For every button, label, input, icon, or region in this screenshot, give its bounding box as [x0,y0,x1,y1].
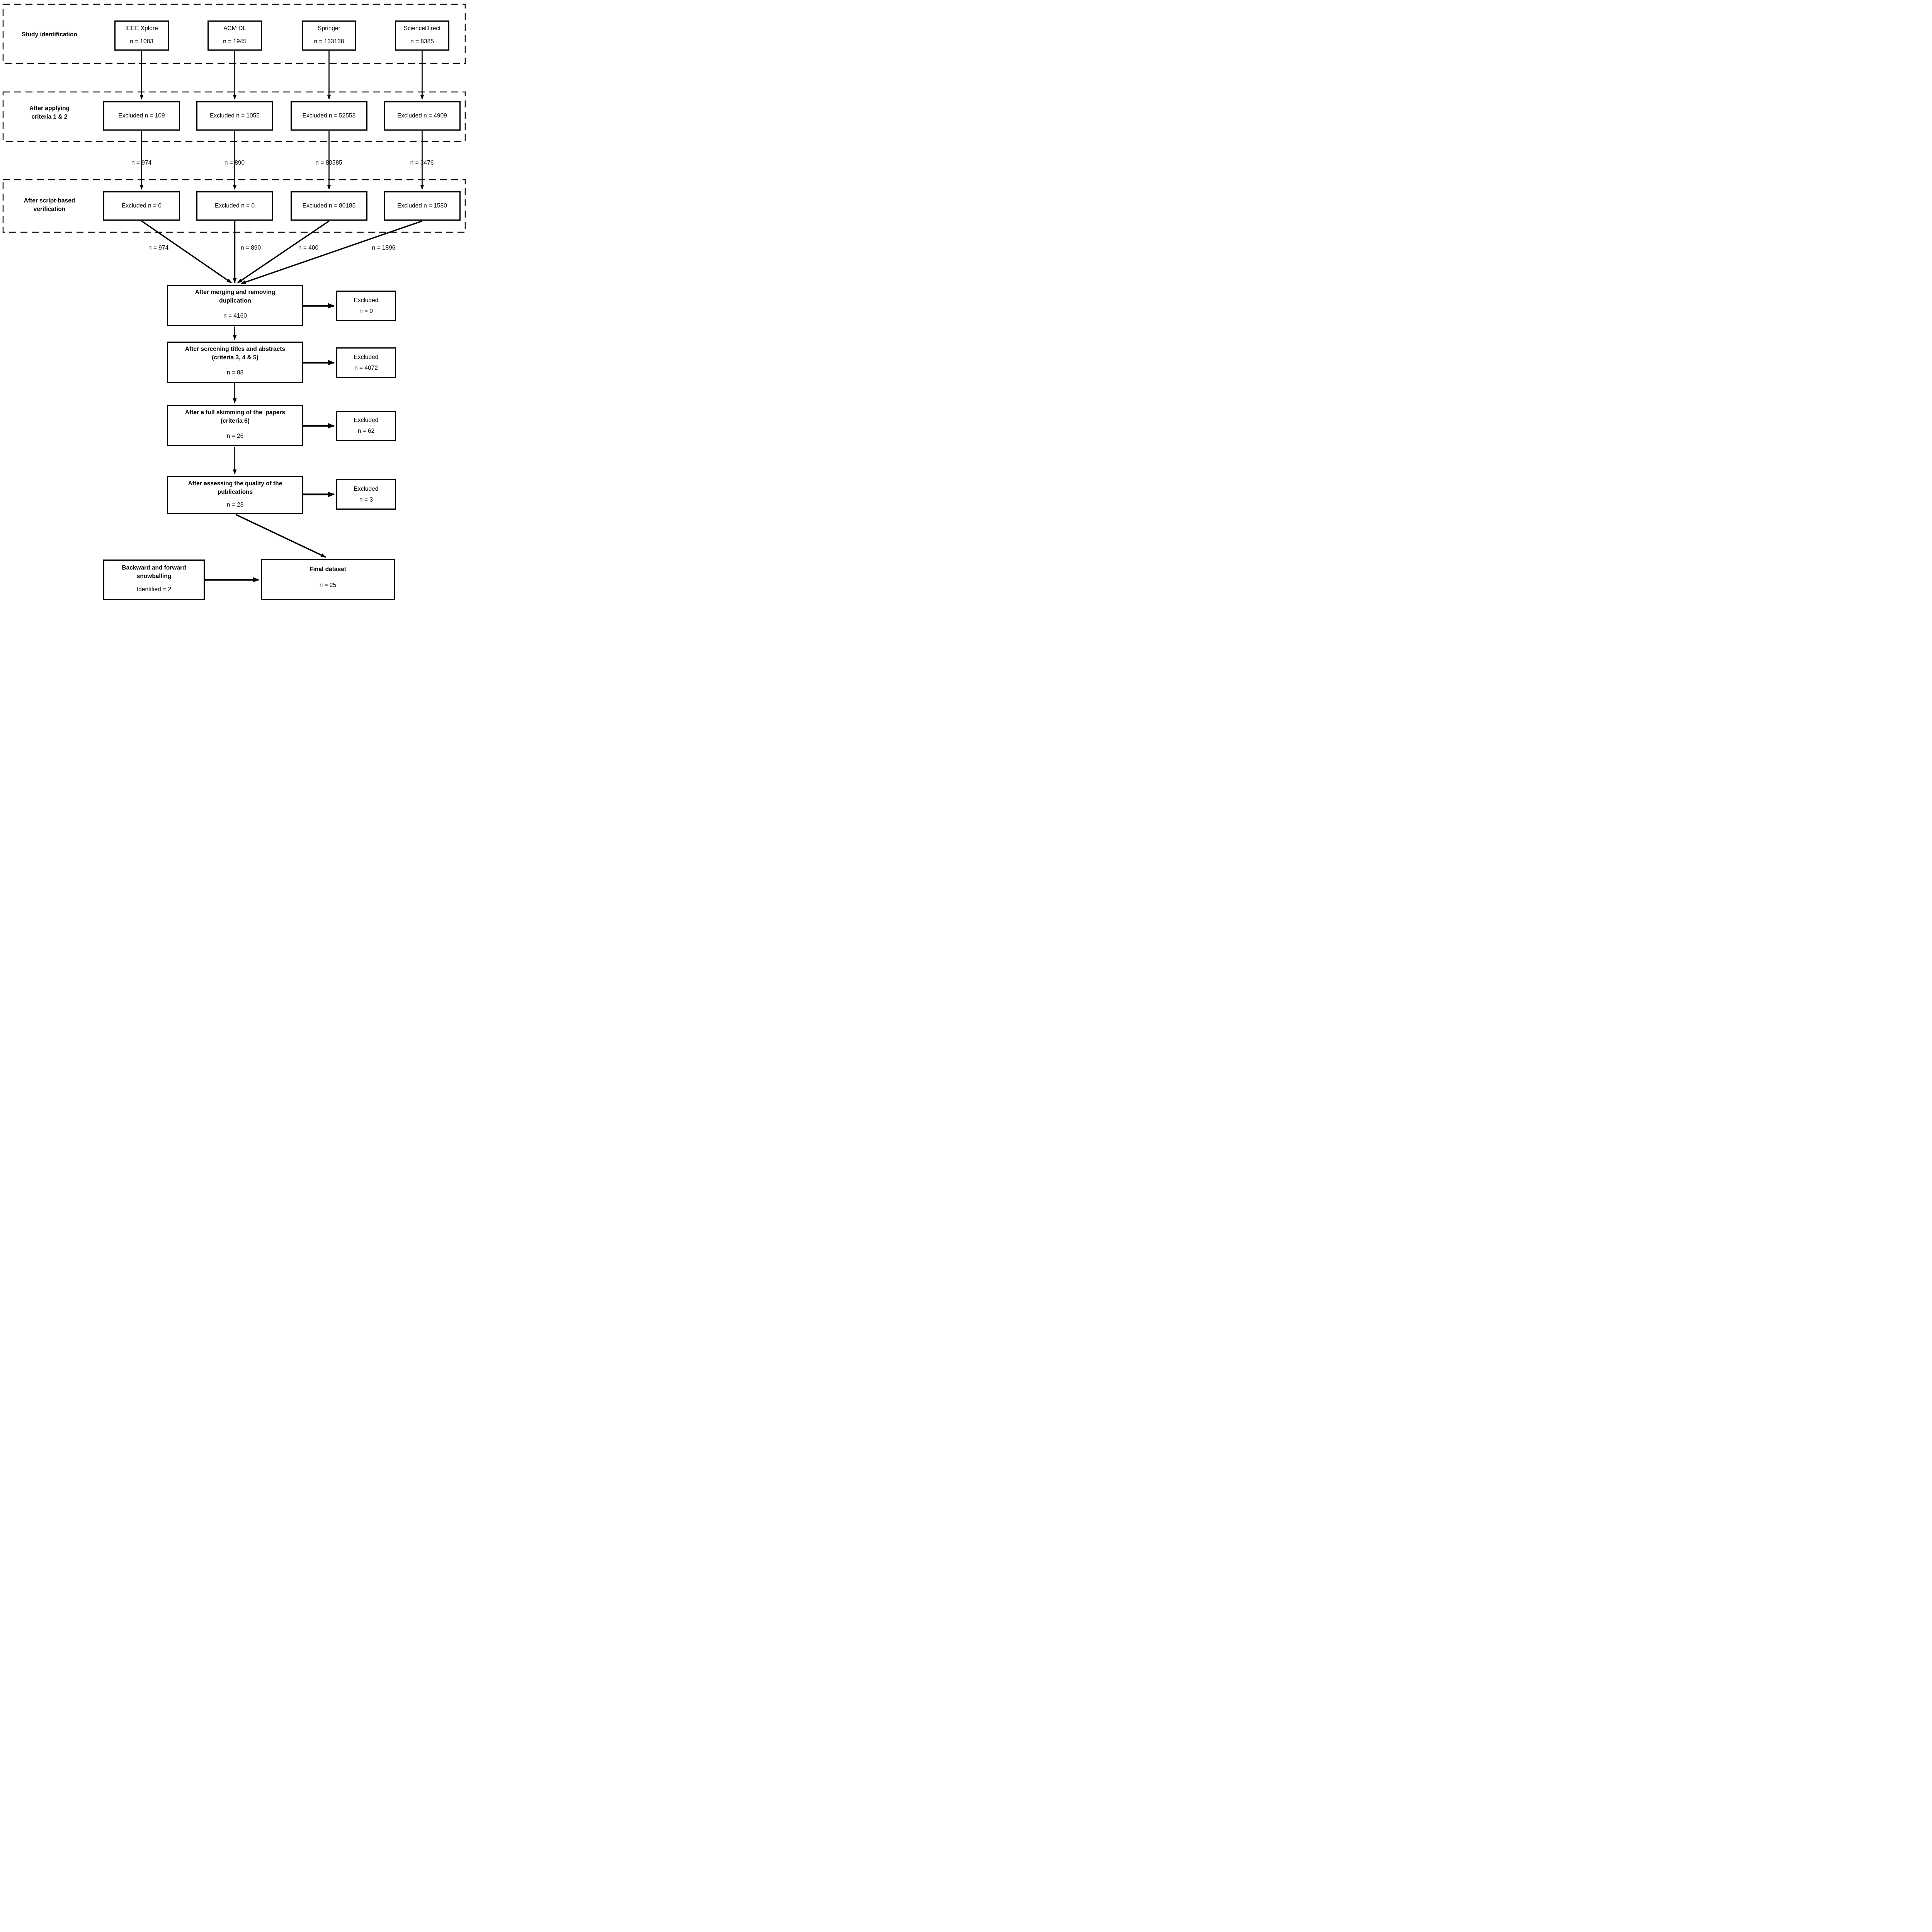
snowballing-title-line: snowballing [136,573,172,580]
excluded-count: n = 3 [359,496,373,503]
excluded-criteria-text: Excluded n = 1055 [210,112,260,119]
source-box-acm: ACM DL n = 1945 [207,20,262,51]
excluded-label: Excluded [354,297,379,304]
excluded-label: Excluded [354,485,379,492]
excluded-label: Excluded [354,417,379,423]
band-label-criteria-1-2: After applying criteria 1 & 2 [11,104,88,121]
excluded-script-box-springer: Excluded n = 80185 [291,191,367,221]
final-dataset-box: Final dataset n = 25 [261,559,395,600]
excluded-criteria-text: Excluded n = 109 [118,112,165,119]
source-name: Springer [318,25,340,32]
stage-title-line: (criteria 6) [221,418,250,424]
stage-count: n = 23 [226,502,244,508]
source-box-ieee: IEEE Xplore n = 1083 [114,20,169,51]
arrow-sciencedirect-to-merge [241,220,423,284]
excluded-count: n = 62 [357,428,375,434]
stage-box-quality: After assessing the quality of the publi… [167,476,303,514]
stage-title: After assessing the quality of the publi… [188,480,282,497]
stage-title: After screening titles and abstracts (cr… [185,345,285,362]
band-study-identification [2,3,466,64]
band-label-line: After applying [29,105,70,112]
band-label-line: verification [33,206,66,213]
excluded-script-text: Excluded n = 0 [122,202,162,209]
arrow-springer-to-merge [237,220,330,284]
count-to-merge-ieee: n = 974 [148,245,169,251]
snowballing-box: Backward and forward snowballing Identif… [103,560,205,600]
source-name: ScienceDirect [403,25,441,32]
stage-box-screening: After screening titles and abstracts (cr… [167,342,303,383]
arrow-ieee-to-merge [141,220,232,284]
final-dataset-count: n = 25 [319,582,337,588]
excluded-count: n = 0 [359,308,373,315]
excluded-script-box-ieee: Excluded n = 0 [103,191,180,221]
connector-layer [2,3,466,583]
band-label-line: Study identification [22,31,77,38]
stage-title-line: (criteria 3, 4 & 5) [212,354,259,361]
excluded-box-skimming: Excluded n = 62 [336,411,396,441]
stage-count: n = 26 [226,433,244,439]
excluded-box-quality: Excluded n = 3 [336,479,396,510]
stage-box-merging: After merging and removing duplication n… [167,285,303,326]
source-count: n = 1083 [130,38,153,45]
source-name: ACM DL [223,25,246,32]
source-box-sciencedirect: ScienceDirect n = 8385 [395,20,449,51]
excluded-count: n = 4072 [354,364,378,371]
arrow-quality-to-final [236,514,326,558]
count-after-criteria-springer: n = 80585 [315,160,342,166]
band-label-line: After script-based [24,197,75,204]
source-box-springer: Springer n = 133138 [302,20,356,51]
source-count: n = 1945 [223,38,247,45]
band-criteria-1-2 [2,91,466,142]
snowballing-title-line: Backward and forward [122,565,186,571]
excluded-script-text: Excluded n = 0 [215,202,255,209]
excluded-script-box-acm: Excluded n = 0 [196,191,273,221]
count-to-merge-springer: n = 400 [298,245,319,251]
snowballing-count: Identified = 2 [136,586,172,593]
stage-title-line: After screening titles and abstracts [185,346,286,352]
excluded-criteria-box-ieee: Excluded n = 109 [103,101,180,131]
stage-title-line: After a full skimming of the papers [185,409,286,416]
excluded-script-text: Excluded n = 1580 [397,202,447,209]
excluded-criteria-text: Excluded n = 4909 [397,112,447,119]
excluded-criteria-text: Excluded n = 52553 [302,112,356,119]
band-label-study-identification: Study identification [3,31,96,39]
excluded-script-text: Excluded n = 80185 [302,202,356,209]
stage-title: After a full skimming of the papers (cri… [185,408,285,425]
count-to-merge-sciencedirect: n = 1896 [372,245,396,251]
snowballing-title: Backward and forward snowballing [122,564,186,581]
source-count: n = 8385 [410,38,434,45]
band-label-script-verification: After script-based verification [11,197,88,214]
stage-title: After merging and removing duplication [195,288,276,305]
stage-title-line: duplication [219,298,251,304]
excluded-criteria-box-sciencedirect: Excluded n = 4909 [384,101,461,131]
count-to-merge-acm: n = 890 [240,245,261,251]
stage-title-line: After assessing the quality of the [188,480,282,487]
count-after-criteria-acm: n = 890 [224,160,245,166]
source-count: n = 133138 [314,38,344,45]
stage-title-line: publications [217,489,253,495]
excluded-box-screening: Excluded n = 4072 [336,347,396,378]
stage-count: n = 4160 [223,313,247,319]
excluded-label: Excluded [354,354,379,361]
excluded-criteria-box-springer: Excluded n = 52553 [291,101,367,131]
count-after-criteria-ieee: n = 974 [131,160,152,166]
band-label-line: criteria 1 & 2 [31,114,68,120]
prisma-flowchart: Study identification After applying crit… [0,0,468,601]
excluded-script-box-sciencedirect: Excluded n = 1580 [384,191,461,221]
stage-title-line: After merging and removing [195,289,276,296]
excluded-criteria-box-acm: Excluded n = 1055 [196,101,273,131]
source-name: IEEE Xplore [125,25,158,32]
final-dataset-title: Final dataset [310,566,346,573]
stage-box-skimming: After a full skimming of the papers (cri… [167,405,303,446]
count-after-criteria-sciencedirect: n = 3476 [410,160,434,166]
stage-count: n = 88 [226,369,244,376]
excluded-box-merging: Excluded n = 0 [336,291,396,321]
